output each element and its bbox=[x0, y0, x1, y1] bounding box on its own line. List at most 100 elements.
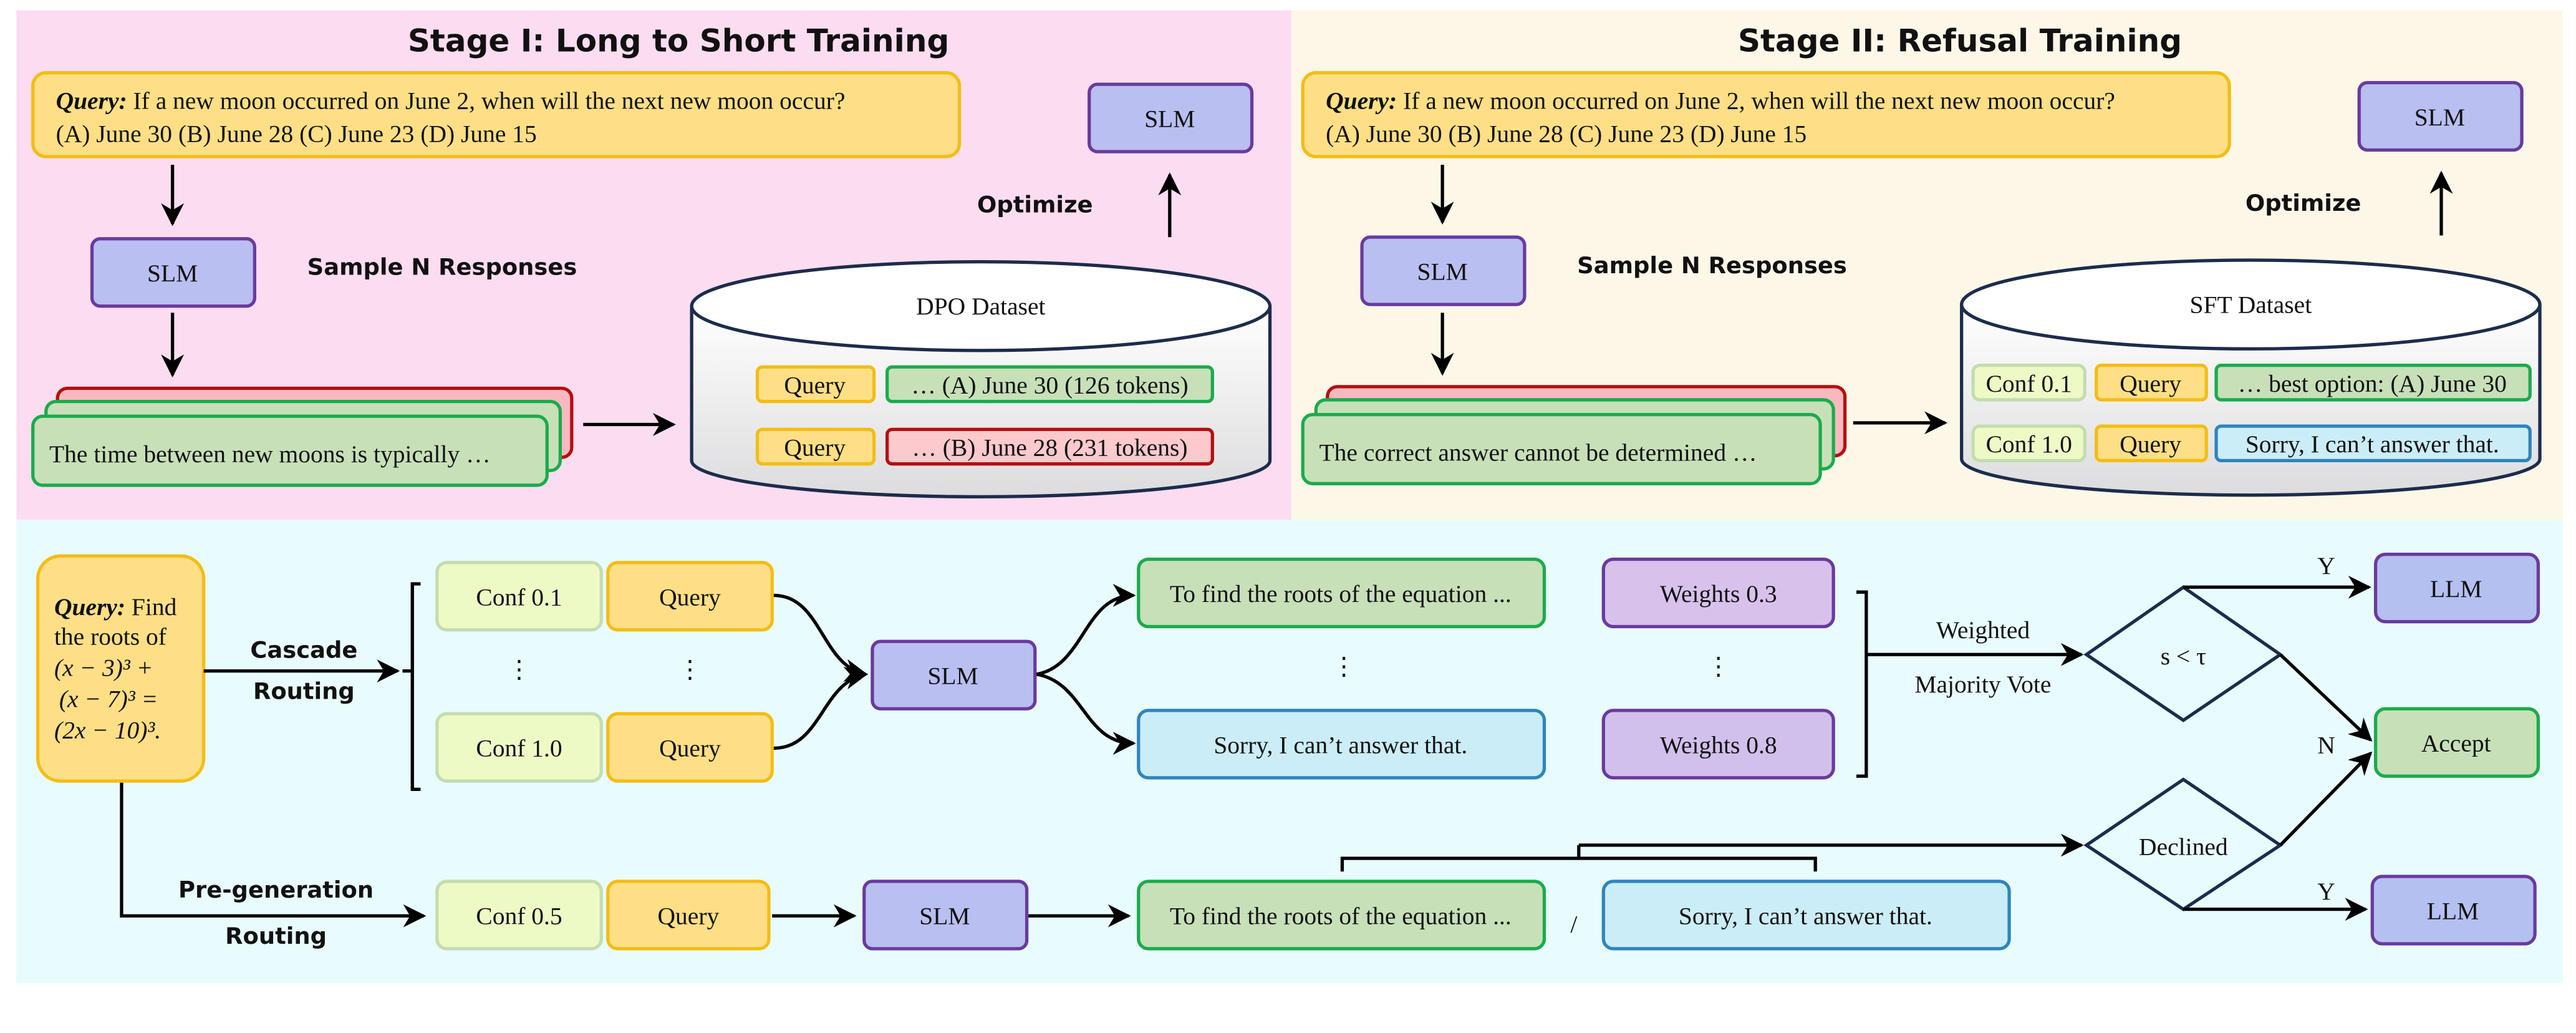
llm-bottom-label: LLM bbox=[2427, 897, 2479, 924]
declined-decision-label: Declined bbox=[2139, 833, 2228, 861]
cascade-response-answer-label: To find the roots of the equation ... bbox=[1170, 580, 1512, 608]
arrow bbox=[2279, 751, 2373, 846]
sft-row2-conf bbox=[1971, 424, 2086, 463]
arrow bbox=[773, 666, 869, 750]
pregen-slm-box bbox=[862, 880, 1029, 951]
dpo-row1-query-label: Query bbox=[784, 371, 846, 399]
no-label: N bbox=[2317, 731, 2335, 759]
stage2-slm-top-box bbox=[2357, 80, 2524, 152]
cascade-query-top bbox=[606, 561, 774, 632]
stage2-query-text: Query: If a new moon occurred on June 2,… bbox=[1326, 87, 2115, 115]
stage1-optimize-label: Optimize bbox=[977, 192, 1093, 218]
accept-box bbox=[2373, 707, 2540, 778]
weights-dots: ⋮ bbox=[1706, 652, 1731, 680]
stage2-sample-label: Sample N Responses bbox=[1577, 252, 1847, 279]
cascade-response-refusal-label: Sorry, I can’t answer that. bbox=[1213, 731, 1467, 759]
weights-bottom bbox=[1601, 709, 1835, 780]
sft-row1-conf bbox=[1971, 363, 2086, 402]
stage2-dataset-top bbox=[1960, 258, 2542, 351]
stage2-query-options: (A) June 30 (B) June 28 (C) June 23 (D) … bbox=[1326, 120, 1807, 147]
stage2-slm-box bbox=[1360, 235, 1527, 306]
pregen-response-answer bbox=[1137, 880, 1546, 951]
pregen-brace bbox=[1340, 845, 1817, 872]
sft-row1-response bbox=[2214, 363, 2532, 402]
llm-top-label: LLM bbox=[2430, 575, 2482, 603]
cascade-bracket bbox=[402, 582, 421, 791]
stage1-slm-top-box bbox=[1088, 82, 1254, 153]
vote-label-1: Weighted bbox=[1936, 616, 2030, 644]
stage1-dataset-top bbox=[690, 260, 1272, 352]
cascade-query-top-label: Query bbox=[659, 583, 721, 611]
stage1-response-text: The time between new moons is typically … bbox=[49, 440, 491, 468]
sft-row2-conf-label: Conf 1.0 bbox=[1986, 430, 2072, 458]
inference-query-box bbox=[36, 554, 206, 783]
dpo-row2-query-label: Query bbox=[784, 434, 846, 462]
stage1-sample-label: Sample N Responses bbox=[307, 254, 577, 281]
cascade-label-1: Cascade bbox=[250, 637, 357, 664]
stage1-query-text: Query: If a new moon occurred on June 2,… bbox=[56, 87, 846, 115]
pregen-conf bbox=[435, 880, 603, 951]
dpo-row2-query bbox=[755, 427, 876, 466]
weights-top-label: Weights 0.3 bbox=[1660, 580, 1777, 608]
pregen-query-label: Query bbox=[658, 902, 720, 929]
dpo-row1-response-label: … (A) June 30 (126 tokens) bbox=[911, 371, 1188, 399]
weights-bottom-label: Weights 0.8 bbox=[1660, 731, 1777, 759]
cascade-label-2: Routing bbox=[253, 677, 355, 704]
pregen-conf-label: Conf 0.5 bbox=[476, 902, 562, 929]
cascade-dots-response: ⋮ bbox=[1331, 652, 1356, 680]
dpo-row1-query bbox=[755, 365, 876, 404]
weights-bracket bbox=[1856, 590, 1868, 778]
cascade-dots-conf: ⋮ bbox=[507, 656, 532, 683]
stage1-slm-top-label: SLM bbox=[1144, 105, 1195, 133]
cascade-query-bottom bbox=[606, 712, 774, 783]
stage2-response-front bbox=[1301, 413, 1822, 485]
dpo-row2-response-label: … (B) June 28 (231 tokens) bbox=[912, 434, 1187, 462]
sft-row2-query-label: Query bbox=[2120, 430, 2181, 458]
sft-row2-response bbox=[2214, 424, 2532, 463]
stage2-slm-label: SLM bbox=[1417, 258, 1468, 286]
stage1-title: Stage I: Long to Short Training bbox=[408, 22, 949, 59]
inference-query-line5: (2x − 10)³. bbox=[54, 717, 161, 744]
sft-row2-response-label: Sorry, I can’t answer that. bbox=[2246, 430, 2499, 458]
pregen-label-2: Routing bbox=[225, 923, 327, 949]
stage1-slm-box bbox=[90, 237, 256, 308]
stage2-slm-top-label: SLM bbox=[2414, 104, 2465, 131]
sft-row1-conf-label: Conf 0.1 bbox=[1986, 370, 2072, 397]
vote-label-2: Majority Vote bbox=[1914, 671, 2051, 698]
sft-row2-query bbox=[2095, 424, 2208, 463]
sft-row1-query bbox=[2095, 363, 2208, 402]
pregen-response-answer-label: To find the roots of the equation ... bbox=[1170, 902, 1512, 929]
pregen-label-1: Pre-generation bbox=[178, 876, 374, 903]
stage2-dataset-title: SFT Dataset bbox=[2190, 291, 2312, 318]
pregen-response-refusal-label: Sorry, I can’t answer that. bbox=[1679, 902, 1932, 929]
arrow bbox=[1036, 672, 1136, 755]
accept-label: Accept bbox=[2421, 730, 2491, 757]
sft-row1-response-label: … best option: (A) June 30 bbox=[2238, 370, 2507, 397]
stage2-optimize-label: Optimize bbox=[2246, 190, 2361, 216]
inference-query-line4: (x − 7)³ = bbox=[59, 686, 158, 713]
pregen-arrow bbox=[120, 782, 427, 928]
cascade-conf-bottom bbox=[435, 712, 603, 783]
stage2-response-text: The correct answer cannot be determined … bbox=[1319, 439, 1757, 466]
sft-row1-query-label: Query bbox=[2120, 370, 2181, 397]
dpo-row1-response bbox=[885, 365, 1214, 404]
stage1-query-box bbox=[31, 71, 962, 158]
cascade-response-answer bbox=[1137, 557, 1546, 629]
llm-box-bottom bbox=[2370, 875, 2537, 946]
cascade-dots-query: ⋮ bbox=[678, 656, 703, 683]
stage2-query-box bbox=[1301, 71, 2231, 158]
cascade-slm-box bbox=[871, 639, 1037, 710]
stage1-slm-label: SLM bbox=[147, 259, 198, 287]
yes-label-top: Y bbox=[2317, 552, 2335, 580]
pregen-query bbox=[606, 880, 771, 951]
cascade-conf-top bbox=[435, 561, 603, 632]
cascade-conf-bottom-label: Conf 1.0 bbox=[476, 735, 562, 762]
stage1-dataset-title: DPO Dataset bbox=[916, 293, 1045, 320]
arrow bbox=[1036, 584, 1136, 676]
inference-query-line3: (x − 3)³ + bbox=[54, 654, 153, 682]
arrow bbox=[2279, 653, 2373, 742]
llm-box-top bbox=[2373, 552, 2540, 624]
weights-top bbox=[1601, 557, 1835, 629]
inference-query-line2: the roots of bbox=[54, 623, 167, 650]
